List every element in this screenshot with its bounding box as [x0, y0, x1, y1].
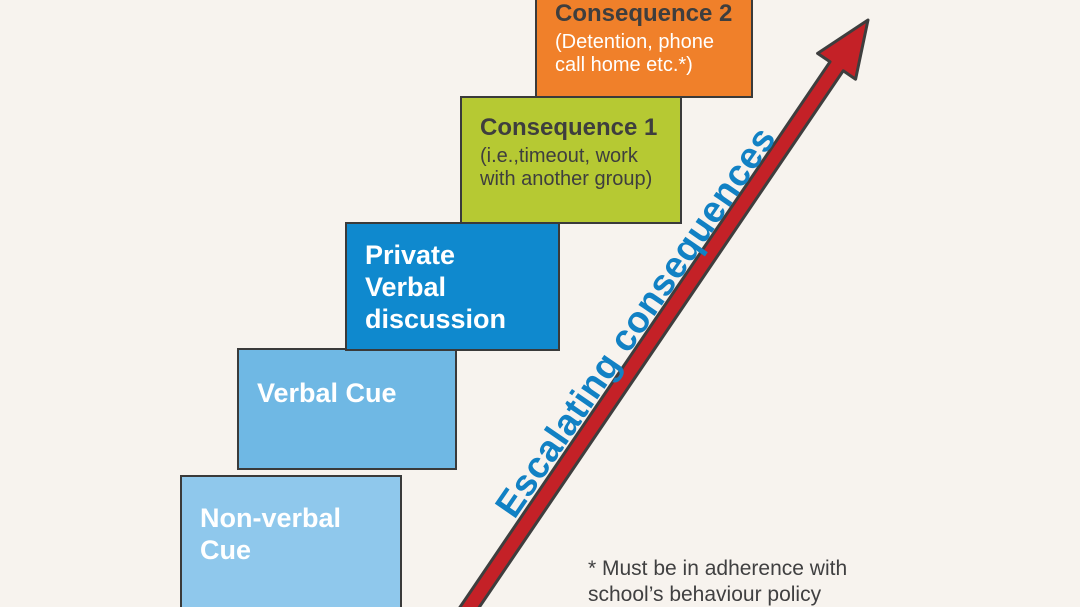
footnote-line1: * Must be in adherence with: [588, 557, 848, 580]
step-consequence-1: Consequence 1 (i.e.,timeout, work with a…: [460, 96, 682, 224]
step-title: Non-verbal Cue: [200, 503, 342, 565]
arrow-shape: [458, 18, 870, 607]
step-consequence-2: Consequence 2 (Detention, phone call hom…: [535, 0, 753, 98]
step-subtitle: (i.e.,timeout, work with another group): [480, 145, 653, 190]
step-verbal-cue: Verbal Cue: [237, 348, 457, 470]
step-non-verbal-cue: Non-verbal Cue: [180, 475, 402, 607]
footnote: * Must be in adherence with school’s beh…: [588, 556, 847, 607]
footnote-line2: school’s behaviour policy: [588, 582, 822, 606]
step-title: Consequence 1: [480, 114, 658, 141]
step-title: Consequence 2: [555, 0, 733, 27]
step-title: Verbal Cue: [257, 378, 397, 408]
step-subtitle: (Detention, phone call home etc.*): [555, 31, 715, 76]
step-title: Private Verbal discussion: [365, 240, 507, 334]
step-private-verbal-discussion: Private Verbal discussion: [345, 222, 560, 351]
